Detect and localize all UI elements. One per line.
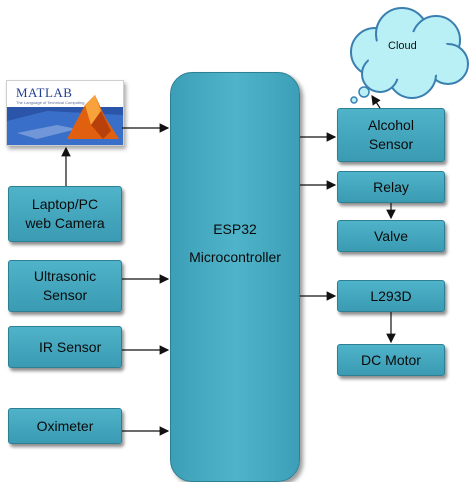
alcohol-sensor-box: Alcohol Sensor <box>337 108 445 162</box>
alcohol-label-line1: Alcohol <box>368 117 414 134</box>
relay-box: Relay <box>337 171 445 203</box>
dc-motor-label: DC Motor <box>361 351 421 368</box>
camera-box: Laptop/PC web Camera <box>8 186 122 242</box>
camera-label-line1: Laptop/PC <box>31 196 99 213</box>
alcohol-label-line2: Sensor <box>368 136 414 152</box>
ultrasonic-label-line1: Ultrasonic <box>33 268 97 285</box>
matlab-tagline: The Language of Technical Computing <box>16 100 85 105</box>
arrow-alcohol-to-cloud <box>371 95 381 109</box>
ultrasonic-box: Ultrasonic Sensor <box>8 260 122 312</box>
matlab-logo-text-overlay: MATLAB <box>16 85 73 100</box>
l293d-label: L293D <box>370 287 412 304</box>
dc-motor-box: DC Motor <box>337 344 445 376</box>
matlab-membrane-icon <box>7 95 123 145</box>
valve-box: Valve <box>337 220 445 252</box>
controller-label-line1: ESP32 <box>213 221 257 237</box>
ultrasonic-label-line2: Sensor <box>42 287 88 303</box>
ir-sensor-label: IR Sensor <box>39 338 102 355</box>
l293d-box: L293D <box>337 280 445 312</box>
controller-label-line2: Microcontroller <box>189 249 281 265</box>
cloud-label: Cloud <box>388 40 417 52</box>
valve-label: Valve <box>374 227 408 244</box>
oximeter-label: Oximeter <box>36 417 94 434</box>
ir-sensor-box: IR Sensor <box>8 326 122 368</box>
cloud-shape <box>350 7 469 104</box>
oximeter-box: Oximeter <box>8 408 122 444</box>
esp32-microcontroller-block: ESP32 Microcontroller <box>170 72 300 482</box>
relay-label: Relay <box>373 178 409 195</box>
matlab-logo-panel: MATLAB The Language of Technical Computi… <box>6 80 124 146</box>
camera-label-line2: web Camera <box>25 215 105 231</box>
